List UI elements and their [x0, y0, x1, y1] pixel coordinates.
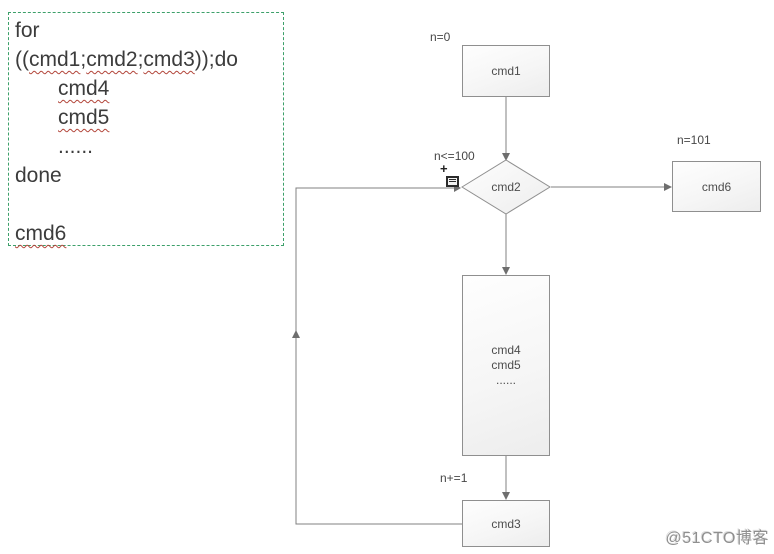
code-token: for	[15, 19, 40, 42]
connector-cmd3-loop-cmd2	[292, 184, 462, 525]
connector-cmd1-cmd2	[502, 97, 510, 161]
flow-node-cmd1-label: cmd1	[491, 64, 521, 78]
edge-label-n0: n=0	[430, 30, 451, 44]
flow-node-cmd2-label-wrap: cmd2	[462, 175, 550, 199]
flow-node-cmd6[interactable]: cmd6	[672, 161, 761, 212]
edge-label-n1: n+=1	[440, 471, 468, 485]
process-line: cmd4	[491, 343, 521, 357]
code-line: done	[15, 161, 277, 190]
paste-document-icon	[446, 176, 459, 187]
flow-node-cmd2-label: cmd2	[491, 180, 521, 194]
flow-node-cmd6-label: cmd6	[701, 179, 732, 194]
process-line: ......	[495, 373, 516, 387]
code-token-misspelled: cmd4	[58, 77, 110, 100]
connector-cmd2-cmd6	[551, 183, 672, 191]
edge-label-n101: n=101	[677, 133, 711, 147]
watermark-51cto: @51CTO博客	[665, 530, 769, 547]
flow-node-cmd3[interactable]: cmd3	[462, 500, 550, 547]
code-line: cmd5	[15, 103, 277, 132]
code-line: ......	[15, 132, 277, 161]
code-token-misspelled: cmd3	[143, 48, 195, 71]
code-line: cmd4	[15, 74, 277, 103]
code-line: cmd6	[15, 219, 277, 248]
flow-node-cmd1[interactable]: cmd1	[462, 45, 550, 97]
process-line: cmd5	[491, 358, 521, 372]
code-line: ((cmd1;cmd2;cmd3));do	[15, 45, 277, 74]
plus-icon: +	[440, 161, 448, 176]
decision-diamond-cmd2[interactable]	[461, 159, 551, 215]
code-token: ((	[15, 48, 29, 71]
code-line	[15, 190, 277, 219]
code-line: for	[15, 16, 277, 45]
connector-process-cmd3	[502, 456, 510, 500]
paste-cursor-icon: +	[439, 161, 463, 191]
code-token: ));do	[194, 48, 238, 71]
flow-node-process[interactable]: cmd4 cmd5 ......	[462, 275, 550, 456]
code-token-misspelled: cmd2	[86, 48, 138, 71]
flow-node-cmd3-label: cmd3	[491, 516, 521, 531]
code-token: ;	[80, 48, 87, 71]
edge-label-n100: n<=100	[434, 149, 475, 163]
code-token-misspelled: cmd6	[15, 222, 67, 245]
code-token: ;	[137, 48, 144, 71]
connector-cmd2-process	[502, 214, 510, 275]
code-token: done	[15, 164, 62, 187]
code-token-misspelled: cmd1	[29, 48, 81, 71]
code-token: ......	[58, 135, 94, 158]
code-token-misspelled: cmd5	[58, 106, 110, 129]
